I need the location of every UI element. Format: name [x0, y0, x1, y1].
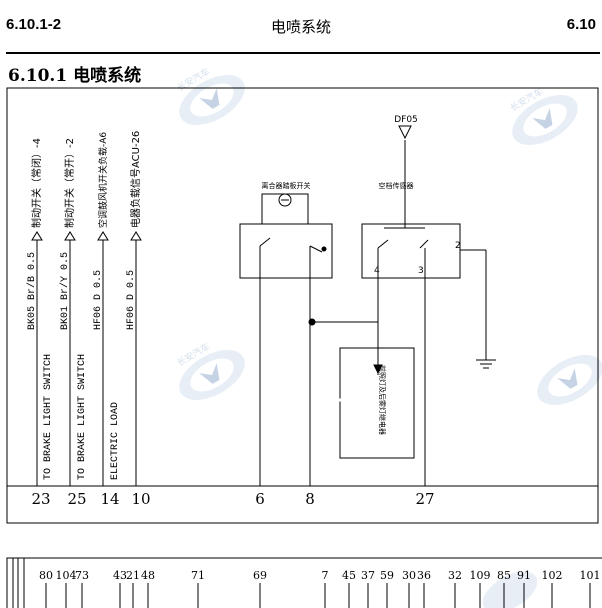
- left-wire-group: [31, 231, 142, 486]
- pin-8: 8: [305, 490, 315, 508]
- bottom-pin-number: 101: [580, 569, 601, 582]
- junction-dot: [308, 318, 316, 326]
- bottom-pin-number: 71: [191, 569, 205, 582]
- wire-2-dest: TO BRAKE LIGHT SWITCH: [77, 354, 88, 480]
- bottom-pin-number: 45: [342, 569, 356, 582]
- bottom-pin-number: 104: [56, 569, 77, 582]
- neutral-sensor-label: 空档传感器: [379, 181, 414, 190]
- page-number: 6.10.1-2: [6, 16, 62, 33]
- clutch-switch-label: 离合器踏板开关: [262, 181, 311, 190]
- bottom-pin-number: 21: [126, 569, 140, 582]
- chapter-number: 6.10: [566, 16, 596, 33]
- pin-6: 6: [255, 490, 265, 508]
- chapter-title: 电喷系统: [270, 18, 331, 36]
- bottom-pin-number: 91: [517, 569, 531, 582]
- bottom-pin-number: 73: [75, 569, 89, 582]
- clutch-switch: [239, 193, 333, 486]
- wire-2-code: BK01 Br/Y 0.5: [59, 252, 71, 330]
- relay-module: [335, 347, 415, 459]
- neutral-sensor: [361, 140, 496, 486]
- diagram-frame: [6, 87, 599, 524]
- pin-14: 14: [100, 490, 119, 508]
- bottom-pin-number: 36: [417, 569, 431, 582]
- bottom-pin-number: 32: [448, 569, 462, 582]
- bottom-pin-number: 109: [470, 569, 491, 582]
- bottom-pin-number: 59: [380, 569, 394, 582]
- wire-3-code: HF06 D 0.5: [93, 270, 104, 330]
- pin-25: 25: [67, 490, 86, 508]
- wire-3-dest: ELECTRIC LOAD: [110, 402, 121, 480]
- bottom-pin-number: 43: [113, 569, 127, 582]
- relay-module-label: 前照灯及后雾灯继电器: [378, 365, 387, 435]
- watermark-logo: 长安汽车 长安汽车 长安汽车: [175, 65, 602, 608]
- bottom-pin-number: 69: [253, 569, 267, 582]
- header-rule: [6, 52, 600, 54]
- df05-connector-arrow: [398, 125, 412, 140]
- wire-1-code: BK05 Br/B 0.5: [26, 252, 38, 330]
- pin-23: 23: [31, 490, 50, 508]
- bottom-pin-number: 48: [141, 569, 155, 582]
- wire-1-name: 制动开关（常闭）-4: [30, 138, 43, 228]
- wire-2-name: 制动开关（常开）-2: [63, 138, 76, 228]
- bottom-pin-number: 102: [542, 569, 563, 582]
- wire-4-code: HF06 D 0.5: [126, 270, 137, 330]
- wire-1-dest: TO BRAKE LIGHT SWITCH: [43, 354, 54, 480]
- bottom-pin-number: 37: [361, 569, 375, 582]
- wire-3-name: 空调鼓风机开关负载-A6: [97, 132, 109, 228]
- bottom-strip-frame: [6, 557, 602, 608]
- section-title: 6.10.1 电喷系统: [8, 66, 142, 86]
- pin-10: 10: [131, 490, 150, 508]
- df05-label: DF05: [394, 115, 418, 125]
- wire-4-name: 电器负载信号ACU-26: [129, 131, 142, 228]
- bottom-pin-number: 85: [497, 569, 511, 582]
- bottom-pin-number: 7: [322, 569, 329, 582]
- bottom-pin-number: 30: [402, 569, 416, 582]
- pin-4-label: 4: [374, 266, 380, 276]
- pin-27: 27: [415, 490, 434, 508]
- pin-3-label: 3: [418, 266, 424, 276]
- pin-2-label: 2: [455, 241, 461, 251]
- bottom-pin-number: 80: [39, 569, 53, 582]
